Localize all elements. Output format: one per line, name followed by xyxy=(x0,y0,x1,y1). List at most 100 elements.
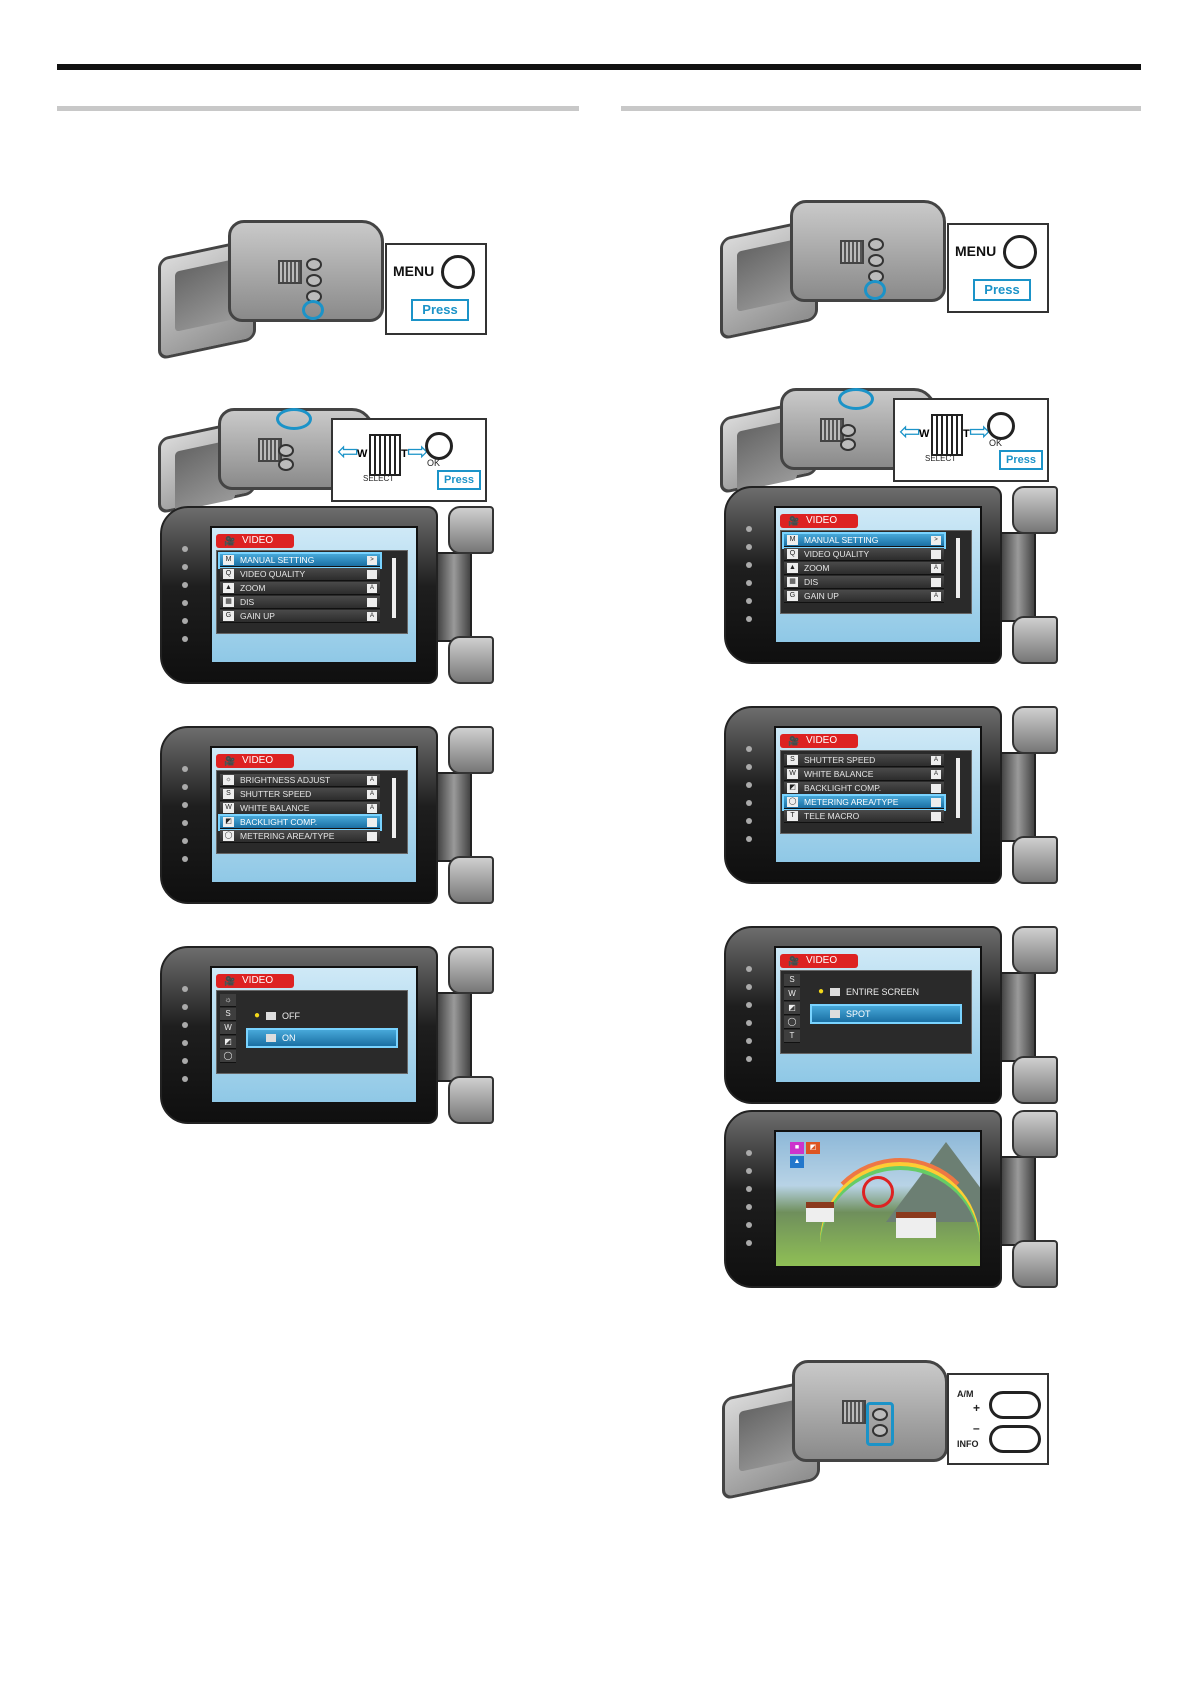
menu-item-tag: A xyxy=(931,564,941,573)
video-tab[interactable]: VIDEO xyxy=(780,954,858,968)
lcd-live-view: ■ ◩ ▲ xyxy=(724,1110,1058,1288)
spot-metering-target-icon[interactable] xyxy=(862,1176,894,1208)
ok-button[interactable] xyxy=(425,432,453,460)
menu-item-tag xyxy=(367,832,377,841)
menu-button-callout: MENU Press xyxy=(947,223,1049,313)
live-scene[interactable]: ■ ◩ ▲ xyxy=(774,1130,982,1268)
menu-item-dis[interactable]: ▦ DIS xyxy=(220,596,380,609)
quality-icon: Q xyxy=(787,549,798,559)
select-label: SELECT xyxy=(363,474,395,483)
shutter-icon: S xyxy=(220,1008,236,1021)
backlight-icon: ◩ xyxy=(223,817,234,827)
option-spot[interactable]: SPOT xyxy=(810,1004,962,1024)
menu-item-dis[interactable]: ▦DIS xyxy=(784,576,944,589)
video-tab[interactable]: VIDEO xyxy=(216,534,294,548)
zoom-lever[interactable] xyxy=(931,414,963,456)
menu-item-tag: A xyxy=(367,804,377,813)
option-label: OFF xyxy=(282,1011,300,1021)
left-section-rule xyxy=(57,106,579,111)
menu-item-label: DIS xyxy=(240,597,255,607)
menu-item-label: METERING AREA/TYPE xyxy=(804,797,899,807)
menu-item-tag: > xyxy=(931,536,941,545)
camcorder-illustration xyxy=(720,200,946,341)
am-label: A/M xyxy=(957,1389,974,1399)
metering-icon: ◯ xyxy=(220,1050,236,1063)
video-tab[interactable]: VIDEO xyxy=(216,974,294,988)
zoom-ok-callout: ⇦ W T ⇨ SELECT OK Press xyxy=(331,418,487,502)
menu-item-label: BACKLIGHT COMP. xyxy=(240,817,318,827)
sun-icon: ☼ xyxy=(220,994,236,1007)
house-image xyxy=(896,1212,936,1238)
video-tab[interactable]: VIDEO xyxy=(780,734,858,748)
zoom-lever[interactable] xyxy=(369,434,401,476)
menu-button[interactable] xyxy=(1003,235,1037,269)
menu-scrollbar[interactable] xyxy=(956,538,960,598)
option-off[interactable]: ● OFF xyxy=(248,1008,396,1024)
current-setting-icon: ● xyxy=(818,986,825,997)
camcorder-illustration xyxy=(722,1360,948,1501)
option-on[interactable]: ON xyxy=(246,1028,398,1048)
menu-item-backlight-comp[interactable]: ◩BACKLIGHT COMP. xyxy=(784,782,944,795)
video-tab[interactable]: VIDEO xyxy=(780,514,858,528)
menu-item-zoom[interactable]: ▲ ZOOM A xyxy=(784,562,944,575)
menu-item-tag: A xyxy=(931,770,941,779)
press-label: Press xyxy=(999,450,1043,470)
arrow-left-icon: ⇦ xyxy=(337,436,359,466)
info-button[interactable] xyxy=(989,1425,1041,1453)
video-tab[interactable]: VIDEO xyxy=(216,754,294,768)
menu-item-tag: A xyxy=(367,612,377,621)
menu-item-tag: A xyxy=(367,790,377,799)
menu-item-tag xyxy=(367,570,377,579)
white-balance-icon: W xyxy=(220,1022,236,1035)
menu-item-label: ZOOM xyxy=(804,563,830,573)
white-balance-icon: W xyxy=(787,769,798,779)
dis-icon: ▦ xyxy=(223,597,234,607)
menu-item-tag xyxy=(931,798,941,807)
menu-scrollbar[interactable] xyxy=(956,758,960,818)
entire-screen-icon xyxy=(830,988,840,996)
backlight-osd-icon: ◩ xyxy=(806,1142,820,1154)
ok-label: OK xyxy=(989,438,1003,448)
menu-item-tag xyxy=(931,812,941,821)
option-label: ON xyxy=(282,1033,296,1043)
current-setting-icon: ● xyxy=(254,1010,261,1021)
menu-scrollbar[interactable] xyxy=(392,558,396,618)
menu-scrollbar[interactable] xyxy=(392,778,396,838)
menu-item-metering-area[interactable]: ◯METERING AREA/TYPE xyxy=(782,794,946,811)
ok-button[interactable] xyxy=(987,412,1015,440)
menu-item-tag xyxy=(931,550,941,559)
menu-button[interactable] xyxy=(441,255,475,289)
am-button[interactable] xyxy=(989,1391,1041,1419)
shutter-icon: S xyxy=(787,755,798,765)
menu-item-label: TELE MACRO xyxy=(804,811,860,821)
menu-item-tag: A xyxy=(931,592,941,601)
menu-item-label: BACKLIGHT COMP. xyxy=(804,783,882,793)
menu-item-backlight-comp[interactable]: ◩ BACKLIGHT COMP. xyxy=(218,814,382,831)
menu-item-label: VIDEO QUALITY xyxy=(240,569,306,579)
menu-item-label: ZOOM xyxy=(240,583,266,593)
menu-item-metering-area[interactable]: ◯METERING AREA/TYPE xyxy=(220,830,380,843)
zoom-icon: ▲ xyxy=(787,563,798,573)
option-entire-screen[interactable]: ●ENTIRE SCREEN xyxy=(812,984,960,1000)
menu-item-tag: A xyxy=(367,776,377,785)
plus-label: + xyxy=(973,1401,981,1415)
menu-item-label: SHUTTER SPEED xyxy=(240,789,312,799)
quality-icon: Q xyxy=(223,569,234,579)
menu-item-video-quality[interactable]: Q VIDEO QUALITY xyxy=(220,568,380,581)
